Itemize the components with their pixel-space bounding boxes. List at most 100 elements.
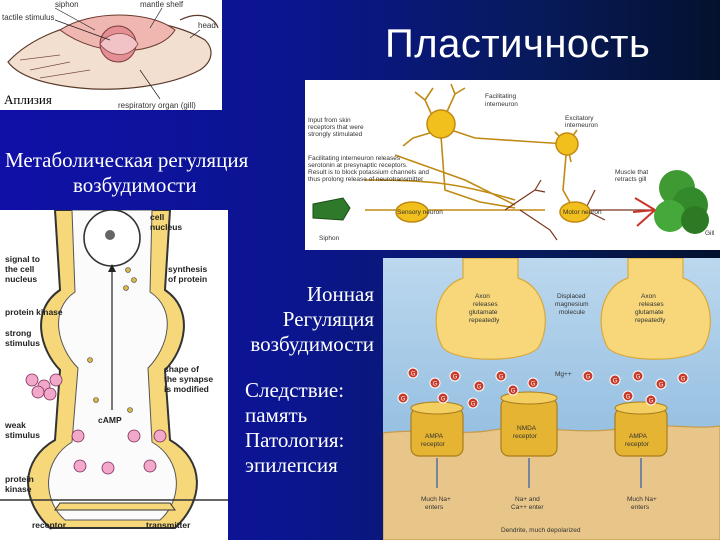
glutamate-label: G (626, 395, 631, 401)
glutamate-label: G (613, 379, 618, 385)
label-shape-3: is modified (164, 384, 209, 394)
label-camp: cAMP (98, 415, 122, 425)
glutamate-label: G (477, 385, 482, 391)
consequence-line-2: память (245, 403, 308, 427)
gill-withdrawal-circuit: Facilitating interneuron Input from skin… (308, 83, 715, 242)
label-pk-2: kinase (5, 484, 32, 494)
label-strong-2: stimulus (5, 338, 40, 348)
label-nmda-1: NMDA (517, 425, 537, 432)
glutamate-label: G (453, 375, 458, 381)
label-nmda-2: receptor (513, 433, 538, 440)
consequence-line-1: Следствие: (245, 378, 345, 402)
label-input-3: strongly stimulated (308, 131, 363, 138)
glutamate-molecule (473, 380, 485, 392)
label-sensory-neuron: Sensory neuron (397, 209, 443, 216)
slide-title: Пластичность (385, 22, 651, 66)
aplysia-label-siphon: siphon (55, 0, 79, 9)
label-ampa-left-1: AMPA (425, 433, 444, 440)
glutamate-molecule (632, 370, 644, 382)
label-release-4: thus prolong release of neurotransmitter (308, 176, 424, 183)
label-pk-1: protein (5, 474, 34, 484)
label-siphon: Siphon (319, 235, 340, 242)
ampa-receptor-left (410, 401, 464, 457)
synapse-modification-panel: cell nucleus signal to the cell nucleus … (0, 210, 228, 540)
motor-neuron-body (559, 201, 591, 223)
metabolic-line-1: Метаболическая регуляция (5, 148, 249, 172)
ionic-line-1: Ионная (306, 282, 374, 306)
nmda-receptor (500, 391, 558, 457)
glutamate-molecule (622, 390, 634, 402)
label-signal-3: nucleus (5, 274, 37, 284)
axon-terminal-left (435, 258, 546, 360)
glutamate-label: G (411, 372, 416, 378)
label-muscle-1: Muscle that (615, 169, 648, 176)
label-facilitating-2: interneuron (485, 101, 518, 108)
glutamate-label: G (499, 375, 504, 381)
metabolic-regulation-heading: Метаболическая регуляция возбудимости (5, 148, 295, 198)
label-muscle-2: retracts gill (615, 176, 647, 183)
label-cell: cell (150, 212, 164, 222)
glutamate-molecule (495, 370, 507, 382)
label-much-na-right-2: enters (631, 504, 650, 511)
label-ampa-right-1: AMPA (629, 433, 648, 440)
glutamate-molecule (467, 397, 479, 409)
consequence-line-4: эпилепсия (245, 453, 338, 477)
ampa-receptor-right (614, 401, 668, 457)
glutamate-molecule (437, 392, 449, 404)
label-motor-neuron: Motor neuron (563, 209, 602, 216)
aplysia-label-tactile: tactile stimulus (2, 13, 54, 22)
glutamate-molecule (429, 377, 441, 389)
label-receptor: receptor (32, 520, 67, 530)
label-na-ca-2: Ca++ enter (511, 504, 544, 511)
label-dendrite: Dendrite, much depolarized (501, 527, 581, 534)
label-synthesis-2: of protein (168, 274, 207, 284)
label-axon-right-2: releases (639, 301, 664, 308)
aplysia-label-mantle-shelf: mantle shelf (140, 0, 184, 9)
glutamate-molecule (507, 384, 519, 396)
facilitating-interneuron-body (426, 109, 456, 139)
label-facilitating: Facilitating (485, 93, 516, 100)
glutamate-molecule (677, 372, 689, 384)
label-transmitter: transmitter (146, 520, 191, 530)
label-axon-left-2: releases (473, 301, 498, 308)
label-much-na-left-2: enters (425, 504, 444, 511)
label-signal-1: signal to (5, 254, 40, 264)
label-axon-right-4: repeatedly (635, 317, 666, 324)
label-gill: Gill (705, 230, 715, 237)
label-shape-1: shape of (164, 364, 199, 374)
glutamate-molecule (407, 367, 419, 379)
gill-withdrawal-circuit-panel: Facilitating interneuron Input from skin… (305, 80, 720, 250)
label-excitatory-1: Excitatory (565, 115, 594, 122)
label-displaced-2: magnesium (555, 301, 589, 308)
glutamate-label: G (471, 402, 476, 408)
ionic-line-2: Регуляция (282, 307, 374, 331)
glutamate-label: G (511, 389, 516, 395)
label-release-1: Facilitating interneuron releases (308, 155, 401, 162)
gill-shape (632, 170, 709, 234)
label-displaced-3: molecule (559, 309, 585, 316)
aplysia-panel: siphon mantle shelf tactile stimulus hea… (0, 0, 222, 110)
label-signal-2: the cell (5, 264, 34, 274)
label-nucleus: nucleus (150, 222, 182, 232)
glutamate-molecule (582, 370, 594, 382)
consequence-line-3: Патология: (245, 428, 345, 452)
glutamate-label: G (649, 399, 654, 405)
label-release-3: Result is to block potassium channels an… (308, 169, 429, 176)
glutamate-label: G (659, 383, 664, 389)
glutamate-label: G (401, 397, 406, 403)
axon-terminal-right (600, 258, 711, 360)
label-strong-1: strong (5, 328, 31, 338)
glutamate-label: G (586, 375, 591, 381)
label-shape-2: the synapse (164, 374, 213, 384)
aplysia-illustration: siphon mantle shelf tactile stimulus hea… (2, 0, 219, 110)
glutamate-molecule (449, 370, 461, 382)
synapse-modification-diagram: cell nucleus signal to the cell nucleus … (0, 210, 228, 530)
label-excitatory-2: interneuron (565, 122, 598, 129)
label-axon-left-4: repeatedly (469, 317, 500, 324)
glutamate-label: G (441, 397, 446, 403)
label-axon-left-3: glutamate (469, 309, 498, 316)
aplysia-label-head: head (198, 21, 216, 30)
glutamate-molecule (645, 394, 657, 406)
